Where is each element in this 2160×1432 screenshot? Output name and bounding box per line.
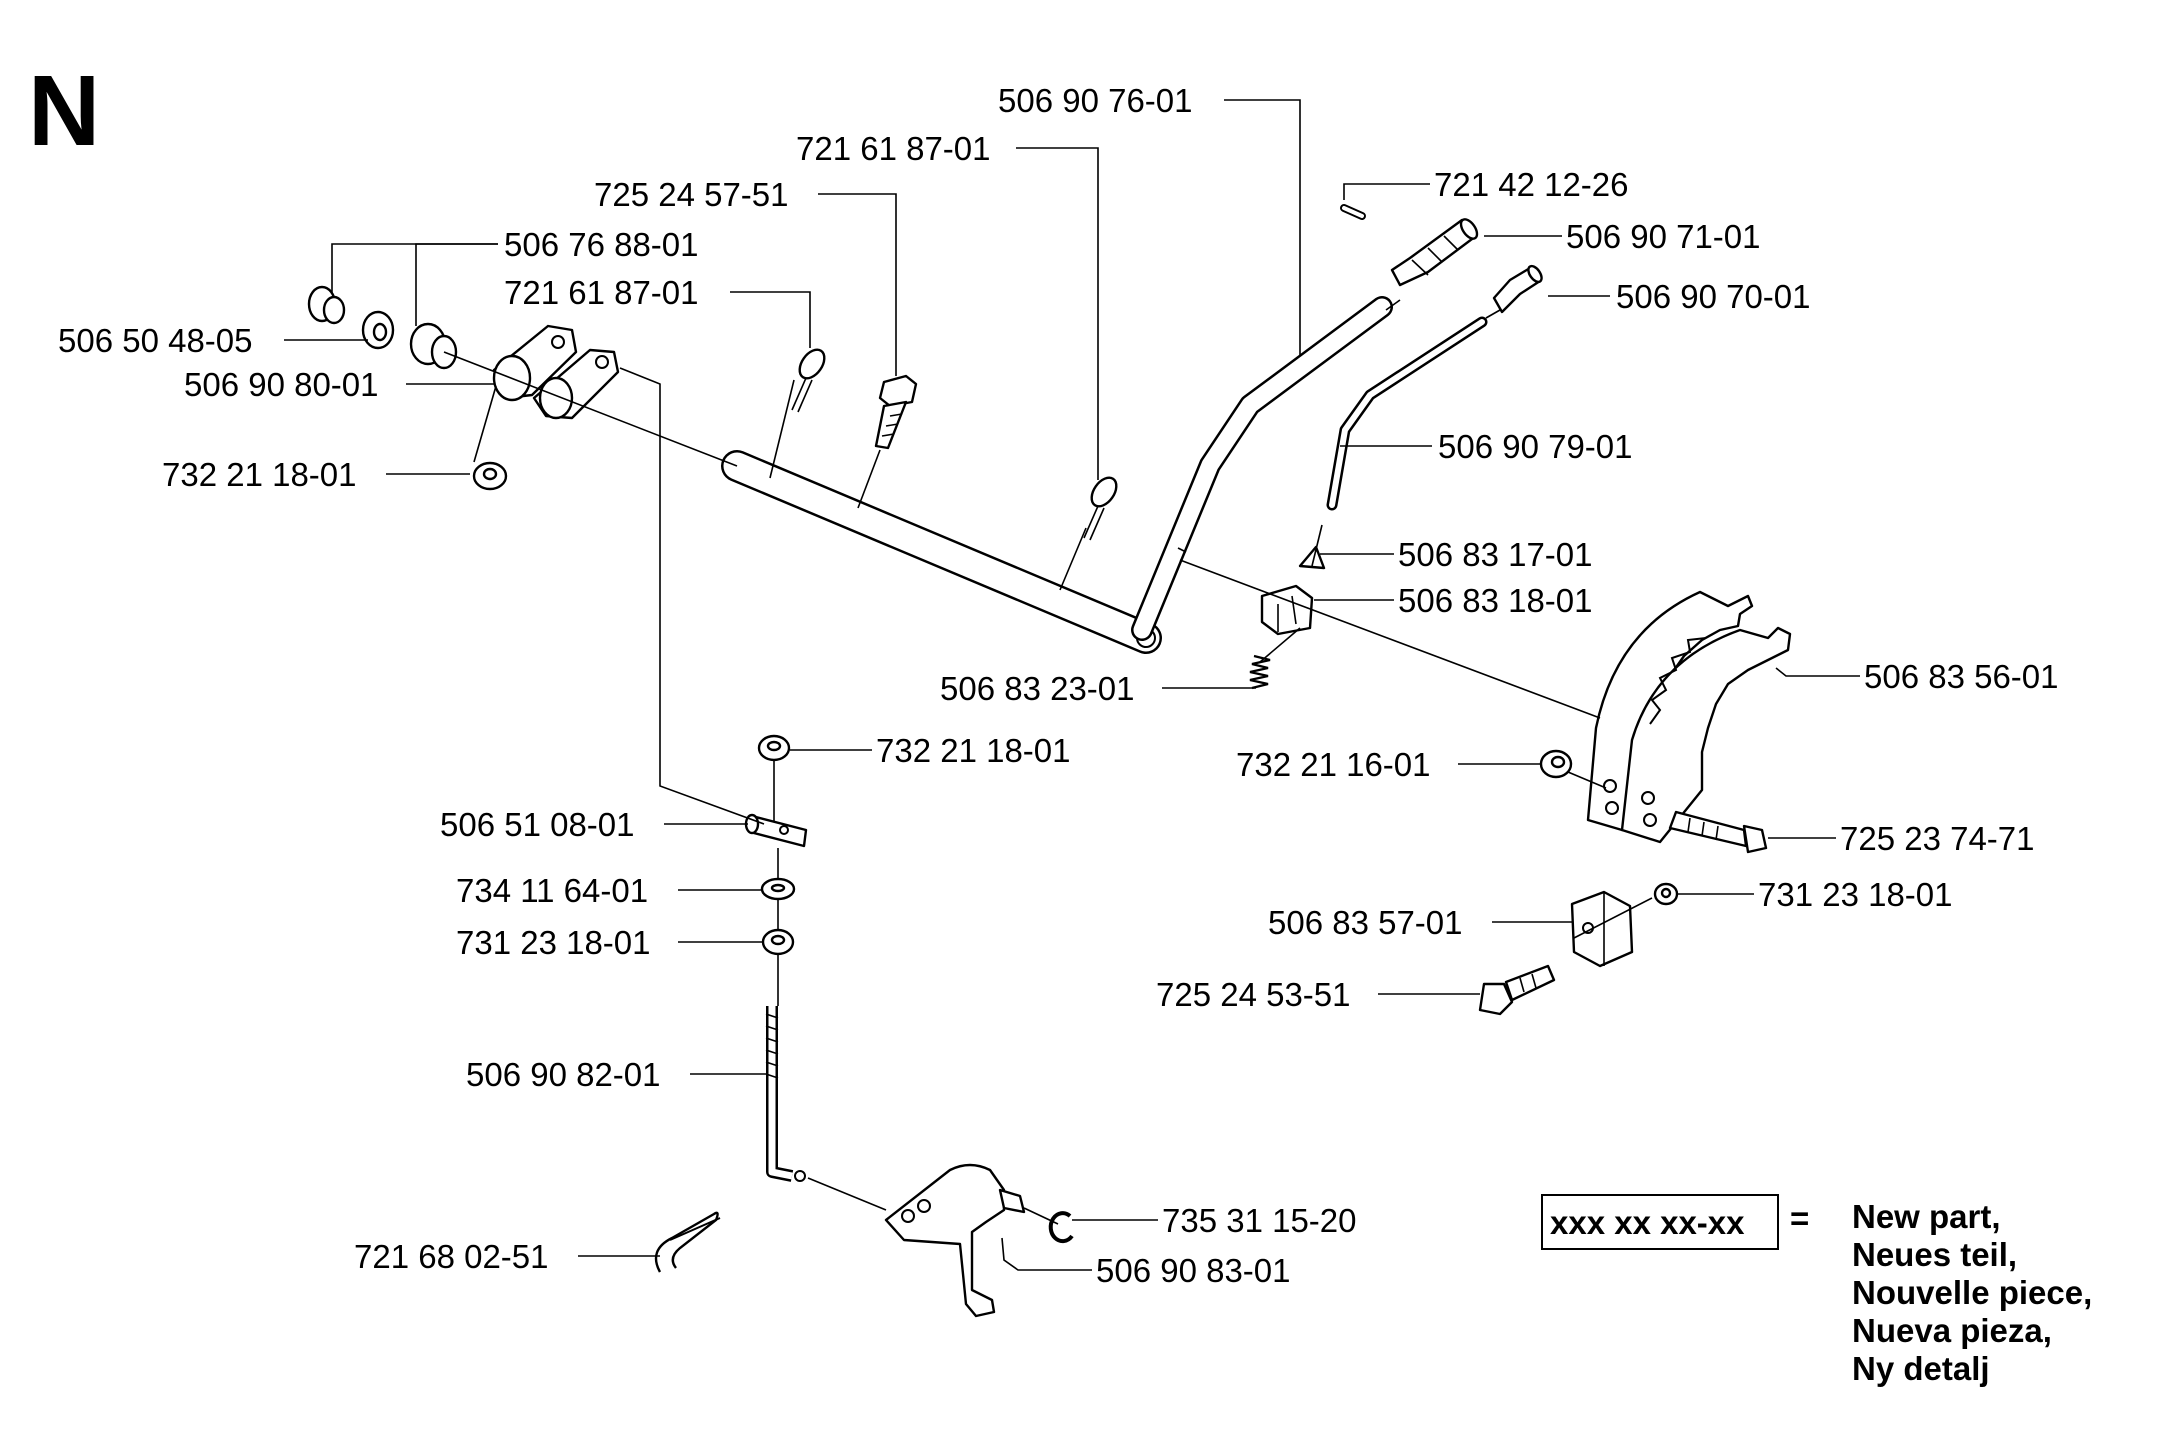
- part-label-10: 506 90 80-01: [184, 366, 379, 403]
- grip: [1390, 218, 1479, 287]
- circlip: [1048, 1211, 1074, 1244]
- legend-code-box: [1541, 1194, 1779, 1250]
- part-label-16: 506 83 56-01: [1864, 658, 2059, 695]
- nut-sector: [1539, 749, 1573, 779]
- section-letter: N: [28, 55, 100, 167]
- washer: [760, 877, 796, 901]
- legend-line-2: Neues teil,: [1852, 1236, 2017, 1273]
- lower-pin: [744, 813, 808, 848]
- part-label-4: 721 42 12-26: [1434, 166, 1629, 203]
- part-label-11: 506 90 79-01: [1438, 428, 1633, 465]
- pin-small: [1340, 204, 1366, 220]
- nut-upper: [472, 461, 508, 491]
- part-label-7: 721 61 87-01: [504, 274, 699, 311]
- sliding-block: [1260, 584, 1314, 636]
- legend-line-5: Ny detalj: [1852, 1350, 1990, 1387]
- part-label-13: 506 83 17-01: [1398, 536, 1593, 573]
- nut-lower-top: [757, 734, 791, 762]
- part-label-25: 725 24 53-51: [1156, 976, 1351, 1013]
- legend-equals: =: [1790, 1200, 1809, 1237]
- part-label-29: 506 90 83-01: [1096, 1252, 1291, 1289]
- part-label-6: 506 90 71-01: [1566, 218, 1761, 255]
- split-pin-right: [1083, 476, 1118, 541]
- legend-line-3: Nouvelle piece,: [1852, 1274, 2092, 1311]
- r-clip: [654, 1211, 721, 1273]
- part-label-3: 725 24 57-51: [594, 176, 789, 213]
- part-label-18: 732 21 16-01: [1236, 746, 1431, 783]
- lever-rod: [1131, 296, 1393, 641]
- bolt-upper: [874, 374, 918, 450]
- part-label-17: 732 21 18-01: [876, 732, 1071, 769]
- part-label-1: 506 90 76-01: [998, 82, 1193, 119]
- part-label-21: 734 11 64-01: [456, 872, 648, 909]
- part-label-28: 721 68 02-51: [354, 1238, 549, 1275]
- part-label-5: 506 76 88-01: [504, 226, 699, 263]
- legend: xxx xx xx-xx = New part, Neues teil, Nou…: [1541, 1194, 2092, 1387]
- bolt-block: [1478, 964, 1556, 1016]
- part-label-19: 506 51 08-01: [440, 806, 635, 843]
- sector-plates: [1586, 590, 1792, 844]
- nut-lower: [761, 928, 795, 956]
- bolt-sector: [1668, 810, 1768, 854]
- control-rod: [1326, 316, 1488, 511]
- part-label-22: 731 23 18-01: [456, 924, 651, 961]
- part-label-26: 506 90 82-01: [466, 1056, 661, 1093]
- leader-lines: [284, 99, 1860, 1271]
- part-label-14: 506 83 18-01: [1398, 582, 1593, 619]
- spring: [1249, 654, 1271, 690]
- part-label-9: 506 50 48-05: [58, 322, 253, 359]
- part-label-24: 731 23 18-01: [1758, 876, 1953, 913]
- part-label-2: 721 61 87-01: [796, 130, 991, 167]
- threaded-rod: [765, 1006, 806, 1182]
- pivot-bracket: [492, 324, 620, 420]
- part-label-12: 732 21 18-01: [162, 456, 357, 493]
- part-label-15: 506 83 23-01: [940, 670, 1135, 707]
- part-label-23: 506 83 57-01: [1268, 904, 1463, 941]
- lever-bracket: [884, 1163, 1026, 1318]
- legend-line-4: Nueva pieza,: [1852, 1312, 2052, 1349]
- nut-block: [1653, 882, 1679, 906]
- part-label-20: 725 23 74-71: [1840, 820, 2035, 857]
- part-label-27: 735 31 15-20: [1162, 1202, 1357, 1239]
- split-pin-left: [791, 348, 826, 413]
- cone-part: [1298, 545, 1326, 570]
- part-number-labels: 506 90 76-01 721 61 87-01 725 24 57-51 7…: [58, 82, 2059, 1289]
- legend-code: xxx xx xx-xx: [1550, 1204, 1745, 1241]
- parts-drawing: [307, 204, 1792, 1318]
- bushing-set: [307, 285, 458, 370]
- part-label-8: 506 90 70-01: [1616, 278, 1811, 315]
- clamp-block: [1570, 890, 1634, 968]
- legend-line-1: New part,: [1852, 1198, 2001, 1235]
- knob: [1492, 264, 1543, 314]
